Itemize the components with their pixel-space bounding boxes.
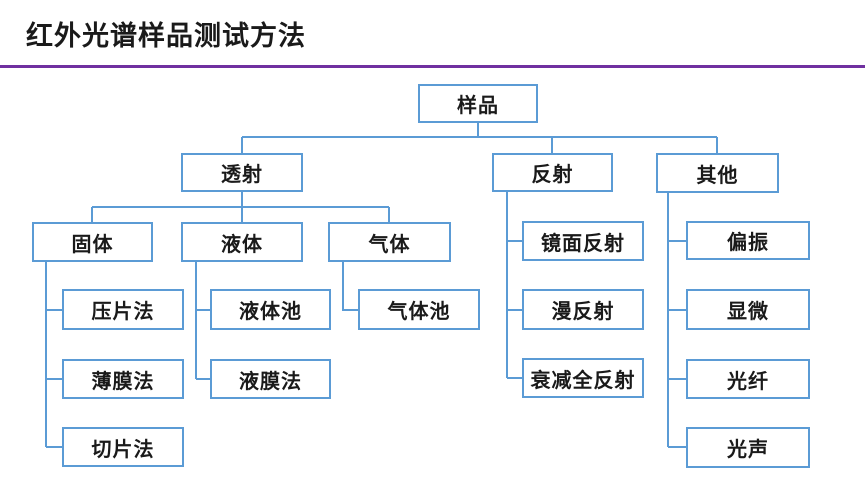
node-liquid: 液体 (181, 222, 303, 262)
page-title: 红外光谱样品测试方法 (26, 21, 306, 51)
node-polarization: 偏振 (686, 221, 810, 260)
node-photoacoustic: 光声 (686, 427, 810, 468)
node-gas: 气体 (328, 222, 451, 262)
node-pellet-method: 压片法 (62, 289, 184, 330)
node-other: 其他 (656, 153, 779, 193)
node-thin-film-method: 薄膜法 (62, 359, 184, 399)
node-optical-fiber: 光纤 (686, 359, 810, 399)
node-slicing-method: 切片法 (62, 427, 184, 467)
node-attenuated-total-reflection: 衰减全反射 (522, 358, 644, 398)
node-liquid-cell: 液体池 (210, 289, 331, 330)
node-diffuse-reflection: 漫反射 (522, 289, 644, 330)
title-divider (0, 65, 865, 68)
node-reflection: 反射 (492, 153, 613, 192)
node-transmission: 透射 (181, 153, 303, 192)
node-solid: 固体 (32, 222, 153, 262)
node-sample: 样品 (418, 84, 538, 123)
node-specular-reflection: 镜面反射 (522, 221, 644, 261)
node-microscopy: 显微 (686, 289, 810, 330)
node-gas-cell: 气体池 (358, 289, 480, 330)
node-liquid-film-method: 液膜法 (210, 359, 331, 399)
